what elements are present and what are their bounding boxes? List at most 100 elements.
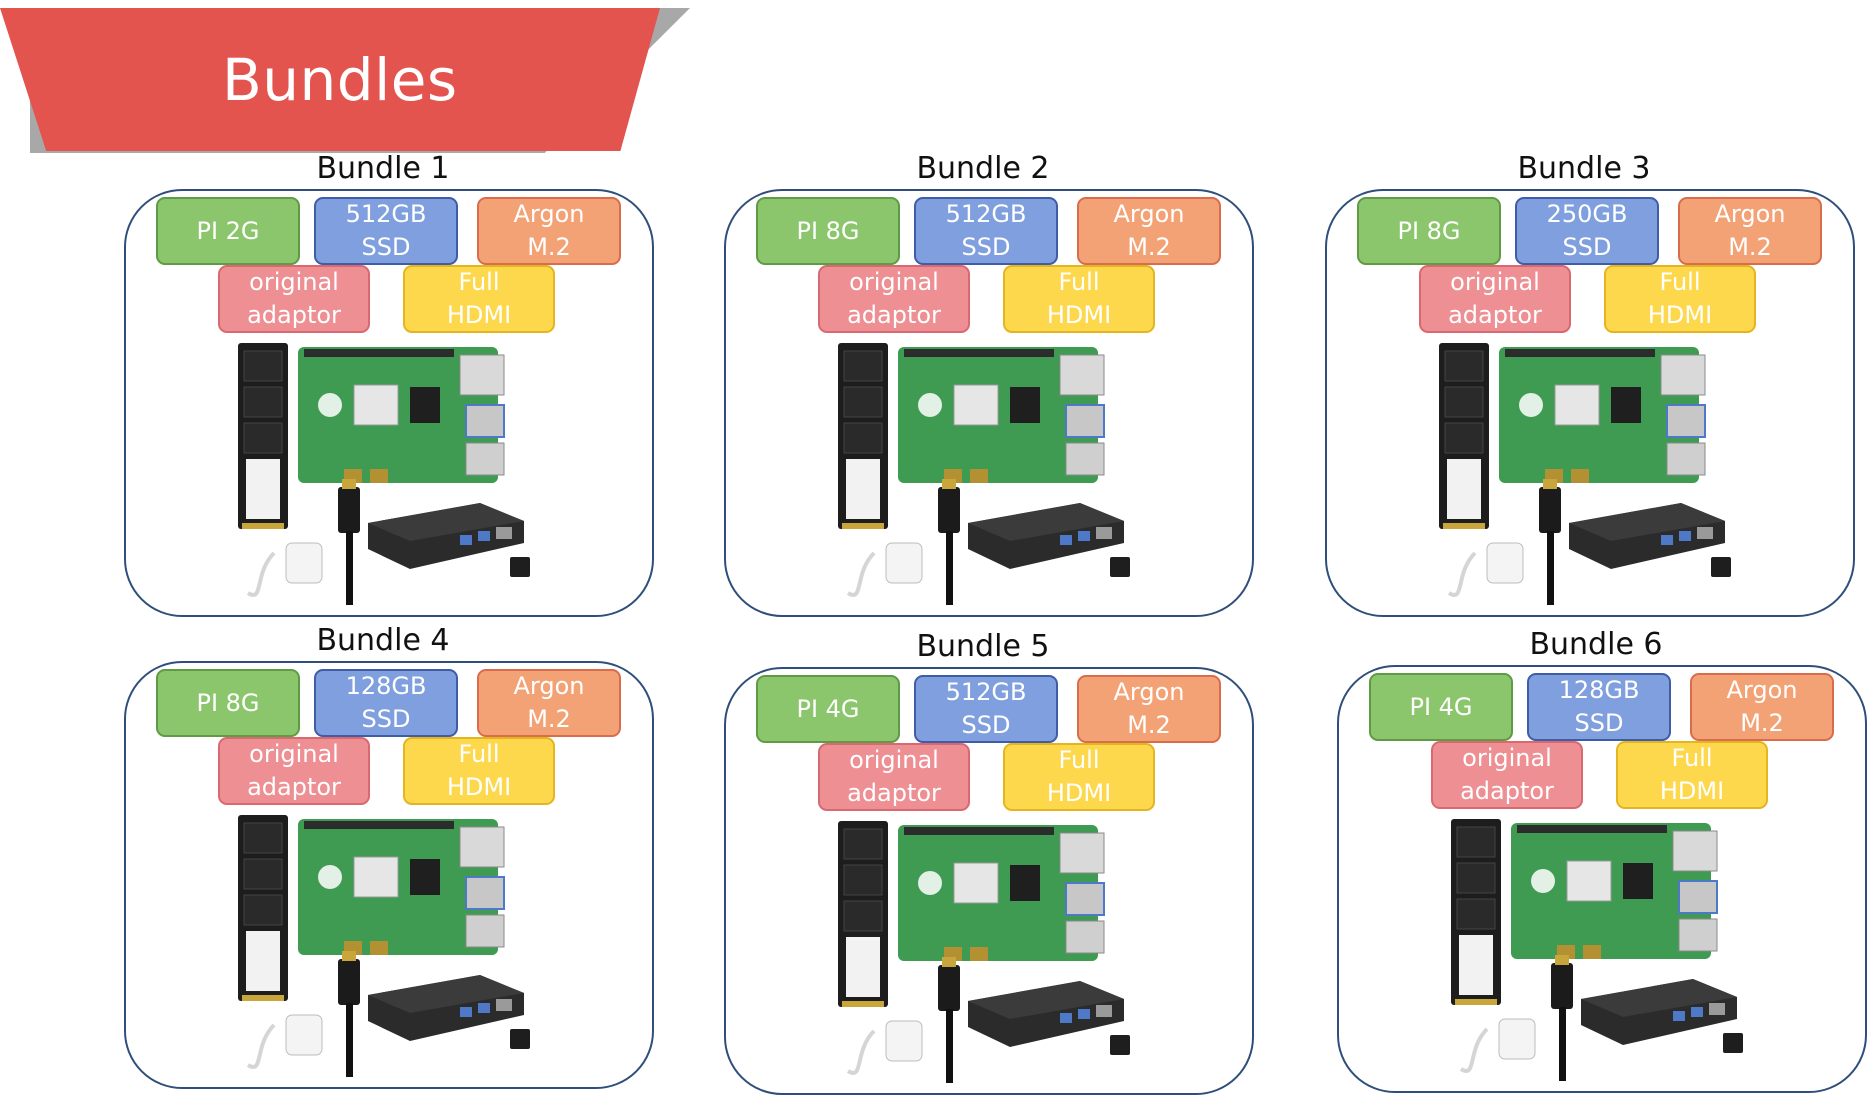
hdmi-connector [338,959,360,1005]
ssd-contacts [242,995,284,1001]
usb-bridge [1110,1035,1130,1055]
ram-chip [410,859,440,895]
case-ethernet-port [1096,1005,1112,1017]
soc-chip [353,384,399,426]
bundle-card: Bundle 6 PI 4G 128GB SSD Argon M.2 origi… [1337,627,1871,1097]
case-tag: Argon M.2 [1690,673,1834,741]
hdmi-cable [346,1003,353,1077]
adaptor-tag: original adaptor [218,265,370,333]
power-adaptor [1486,542,1524,584]
ssd-chip [1456,826,1496,858]
hdmi-tag: Full HDMI [403,737,555,805]
adaptor-cable [846,551,876,597]
ssd-chip [243,822,283,854]
hdmi-connector [938,487,960,533]
case-usb-port [460,1007,472,1017]
ethernet-port [1059,354,1105,396]
ssd-contacts [242,523,284,529]
pi-logo [918,393,942,417]
hdmi-connector [1539,487,1561,533]
bundle-title: Bundle 3 [1517,151,1651,186]
pi-logo [1531,869,1555,893]
bundle-product-image [1439,343,1731,605]
micro-hdmi-port [1583,945,1601,959]
ssd-chip [1456,862,1496,894]
ssd-label [1459,935,1493,995]
gpio-header [1517,825,1667,833]
adaptor-cable [1459,1027,1489,1073]
case-ethernet-port [496,999,512,1011]
ssd-contacts [1455,999,1497,1005]
gpio-header [904,827,1054,835]
gpio-header [304,349,454,357]
pi-memory-tag: PI 8G [156,669,300,737]
usb2-port [1065,920,1105,954]
soc-chip [353,856,399,898]
pi-memory-tag: PI 8G [756,197,900,265]
case-ethernet-port [1709,1003,1725,1015]
power-adaptor [285,1014,323,1056]
ssd-chip [1444,350,1484,382]
adaptor-cable [246,1023,276,1069]
hdmi-connector [1551,963,1573,1009]
case-usb-port [478,531,490,541]
ssd-contacts [842,1001,884,1007]
argon-case-top [368,975,524,1013]
ssd-contacts [1443,523,1485,529]
usb3-port [1065,404,1105,438]
ssd-chip [243,386,283,418]
case-ethernet-port [1697,527,1713,539]
ssd-tag: 128GB SSD [1527,673,1671,741]
hdmi-tip [1543,479,1557,489]
power-adaptor [285,542,323,584]
ethernet-port [459,826,505,868]
ram-chip [1611,387,1641,423]
hdmi-connector [938,965,960,1011]
ssd-chip [843,350,883,382]
adaptor-cable [846,1029,876,1075]
ethernet-port [1660,354,1706,396]
argon-case-top [368,503,524,541]
bundle-title: Bundle 1 [316,151,450,186]
ssd-label [1447,459,1481,519]
usb2-port [465,914,505,948]
bundle-card: Bundle 2 PI 8G 512GB SSD Argon M.2 origi… [724,151,1258,621]
case-ethernet-port [496,527,512,539]
hdmi-tag: Full HDMI [1616,741,1768,809]
bundle-product-image [1451,819,1743,1081]
ssd-tag: 128GB SSD [314,669,458,737]
banner-shape [0,8,660,151]
ssd-tag: 250GB SSD [1515,197,1659,265]
soc-chip [1566,860,1612,902]
case-tag: Argon M.2 [477,197,621,265]
micro-hdmi-port [370,469,388,483]
ssd-chip [243,858,283,890]
ssd-chip [843,900,883,932]
case-tag: Argon M.2 [477,669,621,737]
ssd-label [846,459,880,519]
usb3-port [465,404,505,438]
case-usb-port [1060,1013,1072,1023]
pi-memory-tag: PI 4G [756,675,900,743]
usb-bridge [1110,557,1130,577]
usb2-port [1666,442,1706,476]
ssd-label [246,931,280,991]
ethernet-port [1672,830,1718,872]
pi-logo [318,393,342,417]
case-tag: Argon M.2 [1077,675,1221,743]
adaptor-tag: original adaptor [818,743,970,811]
usb-bridge [1711,557,1731,577]
case-usb-port [1691,1007,1703,1017]
hdmi-tag: Full HDMI [1604,265,1756,333]
case-usb-port [1078,531,1090,541]
case-usb-port [1060,535,1072,545]
ssd-contacts [842,523,884,529]
hdmi-tag: Full HDMI [403,265,555,333]
soc-chip [1554,384,1600,426]
ssd-label [846,937,880,997]
usb3-port [1678,880,1718,914]
hdmi-connector [338,487,360,533]
gpio-header [304,821,454,829]
bundle-title: Bundle 2 [916,151,1050,186]
hdmi-tip [342,951,356,961]
